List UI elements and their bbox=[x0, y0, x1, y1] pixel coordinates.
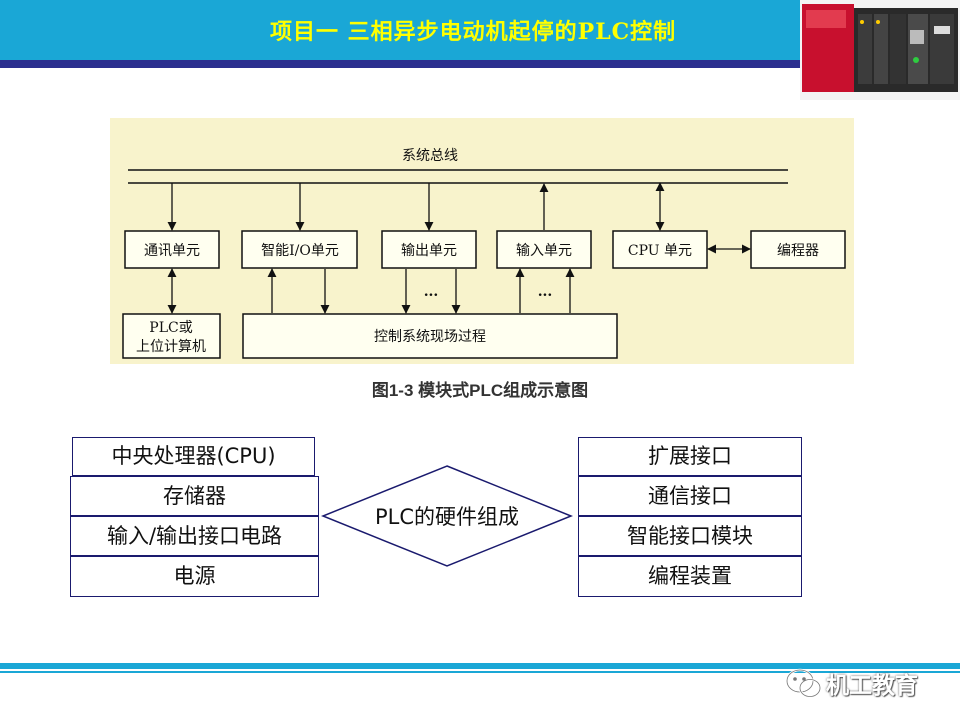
hw-item-label: 编程装置 bbox=[648, 564, 732, 588]
slide-title: 项目一 三相异步电动机起停的PLC控制 bbox=[270, 19, 677, 45]
watermark: 机工教育 bbox=[784, 664, 934, 704]
hw-item-label: 存储器 bbox=[163, 484, 226, 508]
hw-item-power: 电源 bbox=[70, 556, 319, 597]
hw-item-label: 智能接口模块 bbox=[627, 524, 753, 548]
hw-item-label: 扩展接口 bbox=[648, 444, 732, 468]
hw-item-cpu: 中央处理器(CPU) bbox=[72, 437, 315, 476]
smart-io-unit-label: 智能I/O单元 bbox=[261, 243, 339, 259]
hw-item-memory: 存储器 bbox=[70, 476, 319, 516]
footer-rule bbox=[0, 663, 960, 669]
plc-hardware-image bbox=[800, 0, 960, 100]
comm-unit-label: 通讯单元 bbox=[144, 243, 200, 259]
wechat-icon bbox=[785, 668, 822, 698]
plc-module-diagram: 系统总线 通讯单元 智能I/O单元 输出单元 输入单元 CPU 单元 编程器 P… bbox=[110, 118, 854, 364]
watermark-text: 机工教育 bbox=[826, 673, 918, 699]
field-process-label: 控制系统现场过程 bbox=[374, 329, 486, 345]
output-unit-box bbox=[381, 230, 477, 269]
programmer-label: 编程器 bbox=[777, 243, 819, 259]
hw-item-io-interface: 输入/输出接口电路 bbox=[70, 516, 319, 556]
hardware-center-label: PLC的硬件组成 bbox=[375, 505, 519, 529]
smart-io-unit-box bbox=[241, 230, 358, 269]
header-bar bbox=[0, 0, 800, 60]
bus-label: 系统总线 bbox=[402, 148, 458, 164]
input-unit-label: 输入单元 bbox=[516, 243, 572, 259]
plc-host-label-line1: PLC或 bbox=[149, 320, 192, 336]
plc-host-box bbox=[122, 313, 221, 359]
hw-item-label: 中央处理器(CPU) bbox=[111, 444, 276, 468]
programmer-box bbox=[750, 230, 846, 269]
output-unit-label: 输出单元 bbox=[401, 243, 457, 259]
hw-item-communication: 通信接口 bbox=[578, 476, 802, 516]
hw-item-label: 输入/输出接口电路 bbox=[106, 524, 283, 548]
comm-unit-box bbox=[124, 230, 220, 269]
hw-item-label: 电源 bbox=[173, 564, 216, 588]
output-ellipsis: ... bbox=[424, 284, 439, 300]
hw-item-smart-interface: 智能接口模块 bbox=[578, 516, 802, 556]
field-process-box bbox=[242, 313, 618, 359]
header-rule bbox=[0, 60, 800, 68]
hw-item-expansion: 扩展接口 bbox=[578, 437, 802, 476]
hardware-diamond: PLC的硬件组成 bbox=[320, 465, 574, 567]
figure-caption: 图1-3 模块式PLC组成示意图 bbox=[371, 381, 589, 400]
footer-rule-thin bbox=[0, 671, 960, 673]
hw-item-programming-device: 编程装置 bbox=[578, 556, 802, 597]
hw-item-label: 通信接口 bbox=[648, 484, 732, 508]
input-unit-box bbox=[496, 230, 592, 269]
plc-host-label-line2: 上位计算机 bbox=[136, 339, 206, 355]
cpu-unit-box bbox=[612, 230, 708, 269]
input-ellipsis: ... bbox=[538, 284, 553, 300]
cpu-unit-label: CPU 单元 bbox=[628, 243, 692, 259]
